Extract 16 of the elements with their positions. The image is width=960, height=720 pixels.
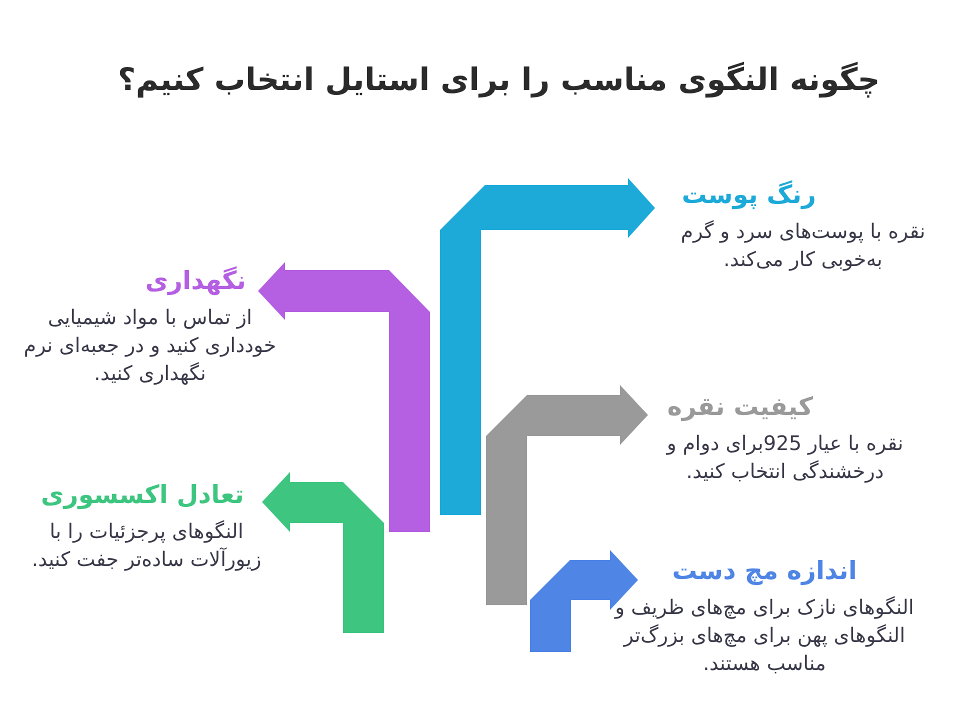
bent-arrow	[530, 550, 638, 652]
description: از تماس با مواد شیمیایی خودداری کنید و در جعبه‌ای نرم نگهداری کنید.	[22, 304, 278, 387]
bent-arrow	[262, 472, 384, 633]
bent-arrow	[440, 178, 655, 515]
heading: رنگ پوست	[680, 180, 817, 209]
description: نقره با پوست‌های سرد و گرم به‌خوبی کار می‌کند.	[680, 218, 926, 273]
title: چگونه النگوی مناسب را برای استایل انتخاب کنیم؟	[116, 62, 880, 98]
bent-arrow	[486, 385, 648, 605]
description: النگوهای نازک برای مچ‌های ظریف و النگوهای پهن برای مچ‌های بزرگ‌تر مناسب هستند.	[613, 594, 915, 677]
description: نقره با عیار 925برای دوام و درخشندگی انتخاب کنید.	[664, 430, 904, 485]
heading: تعادل اکسسوری	[40, 480, 245, 509]
description: النگوهای پرجزئیات را با زیورآلات ساده‌تر جفت کنید.	[30, 518, 262, 573]
heading: نگهداری	[144, 266, 247, 295]
bent-arrow	[258, 262, 430, 532]
heading: کیفیت نقره	[666, 392, 814, 421]
heading: اندازه مچ دست	[671, 556, 858, 585]
